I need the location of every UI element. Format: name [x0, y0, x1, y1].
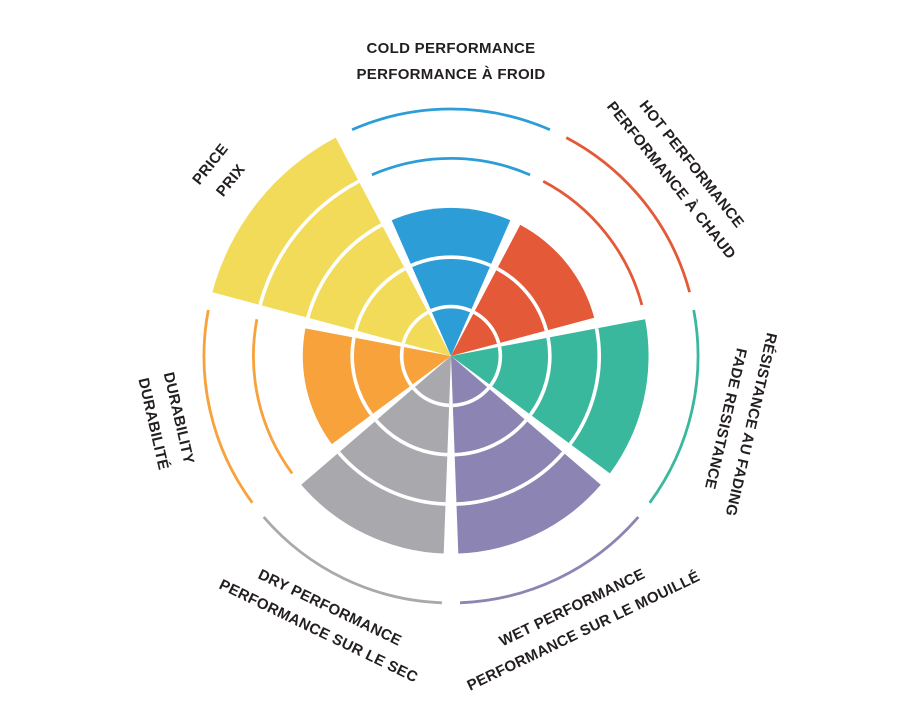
label-cold-performance: COLD PERFORMANCE PERFORMANCE À FROID — [356, 40, 545, 83]
ring-divider-fade-resistance-2 — [529, 337, 552, 416]
sector-fill-cold-performance — [391, 207, 511, 356]
ring-divider-wet-performance-3 — [456, 451, 565, 506]
sector-fill-dry-performance — [301, 356, 451, 554]
ring-divider-cold-performance-1 — [430, 304, 472, 313]
sector-fill-wet-performance — [451, 356, 601, 554]
ring-divider-fade-resistance-1 — [489, 346, 503, 387]
label-wet-outer: PERFORMANCE SUR LE MOUILLÉ — [464, 568, 702, 694]
ring-divider-fade-resistance-3 — [568, 328, 601, 446]
ring-divider-price-3 — [306, 223, 383, 319]
ring-divider-cold-performance-2 — [410, 255, 492, 268]
sector-fill-durability — [302, 328, 451, 445]
ring-divider-durability-1 — [399, 346, 413, 387]
ring-divider-price-1 — [401, 310, 429, 344]
outer-ring-arc-wet-performance-5 — [460, 516, 640, 605]
outer-ring-arc-durability-5 — [202, 309, 254, 504]
ring-divider-wet-performance-2 — [454, 419, 528, 457]
label-fade-resistance: RÉSISTANCE AU FADING FADE RESISTANCE — [701, 331, 780, 518]
outer-ring-arc-durability-4 — [252, 318, 294, 475]
label-hot-performance: HOT PERFORMANCE PERFORMANCE À CHAUD — [603, 97, 747, 262]
ring-divider-dry-performance-3 — [337, 451, 446, 506]
outer-ring-arc-cold-performance-5 — [351, 107, 551, 131]
ring-divider-dry-performance-2 — [374, 419, 448, 457]
outer-ring-arc-fade-resistance-5 — [648, 309, 700, 504]
label-cold-inner: PERFORMANCE À FROID — [356, 66, 545, 83]
ring-divider-hot-performance-2 — [496, 267, 549, 331]
outer-ring-arc-hot-performance-4 — [542, 180, 644, 306]
ring-divider-durability-2 — [350, 337, 373, 416]
ring-divider-price-4 — [258, 179, 360, 306]
ring-divider-hot-performance-1 — [473, 310, 501, 344]
outer-ring-arc-dry-performance-5 — [262, 516, 442, 605]
label-durability: DURABILITÉ DURABILITY — [134, 371, 197, 472]
sectors-group — [202, 107, 700, 605]
ring-divider-price-2 — [353, 267, 406, 331]
outer-ring-arc-hot-performance-5 — [565, 136, 691, 293]
sector-fill-price — [212, 137, 451, 356]
ring-divider-wet-performance-1 — [452, 386, 490, 408]
ring-divider-dry-performance-1 — [412, 386, 450, 408]
label-price: PRICE PRIX — [189, 140, 249, 199]
label-cold-outer: COLD PERFORMANCE — [367, 40, 536, 57]
label-dry-performance: PERFORMANCE SUR LE SEC DRY PERFORMANCE — [216, 566, 420, 686]
outer-ring-arc-cold-performance-4 — [371, 156, 531, 177]
